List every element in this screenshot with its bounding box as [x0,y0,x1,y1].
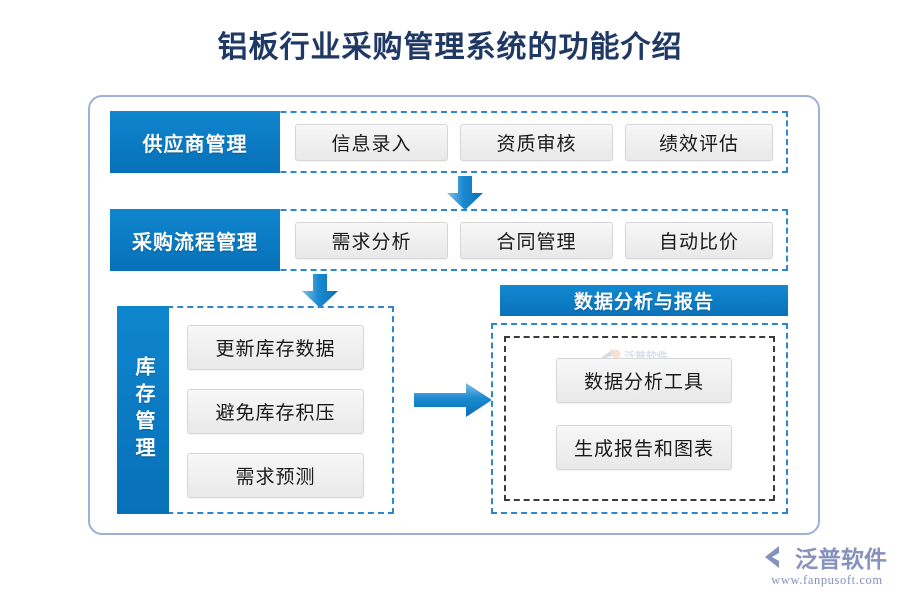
chip-update-inventory-data[interactable]: 更新库存数据 [187,325,364,370]
category-supplier-management[interactable]: 供应商管理 [110,111,280,173]
chip-supplier-info-entry[interactable]: 信息录入 [295,124,448,161]
diagram-outer-frame [88,95,820,535]
chip-supplier-qualification-review[interactable]: 资质审核 [460,124,613,161]
chip-generate-report-and-charts[interactable]: 生成报告和图表 [556,425,732,470]
brand-name: 泛普软件 [795,546,887,572]
fanpu-logo-icon [765,546,784,568]
brand-url: www.fanpusoft.com [771,573,883,587]
category-inventory-management-label: 库存管理 [132,356,154,464]
brand-logo-row: 泛普软件 [762,542,892,572]
chip-automatic-price-comparison[interactable]: 自动比价 [625,222,773,259]
analysis-outer-dashed-box [491,323,788,514]
chip-avoid-inventory-backlog[interactable]: 避免库存积压 [187,389,364,434]
page-title: 铝板行业采购管理系统的功能介绍 [217,31,683,64]
analysis-inner-dashed-box [504,336,775,501]
section-header-data-analysis-and-report[interactable]: 数据分析与报告 [500,285,788,316]
chip-contract-management[interactable]: 合同管理 [460,222,613,259]
arrow-down-icon [447,176,483,210]
chip-demand-analysis[interactable]: 需求分析 [295,222,448,259]
arrow-down-icon [302,274,338,308]
chip-data-analysis-tools[interactable]: 数据分析工具 [556,358,732,403]
category-procurement-process-management[interactable]: 采购流程管理 [110,209,280,271]
chip-supplier-performance-evaluation[interactable]: 绩效评估 [625,124,773,161]
category-inventory-management[interactable]: 库存管理 [117,306,169,514]
arrow-right-icon [414,383,492,417]
chip-demand-forecast[interactable]: 需求预测 [187,453,364,498]
brand-logo: 泛普软件 www.fanpusoft.com [762,542,892,590]
